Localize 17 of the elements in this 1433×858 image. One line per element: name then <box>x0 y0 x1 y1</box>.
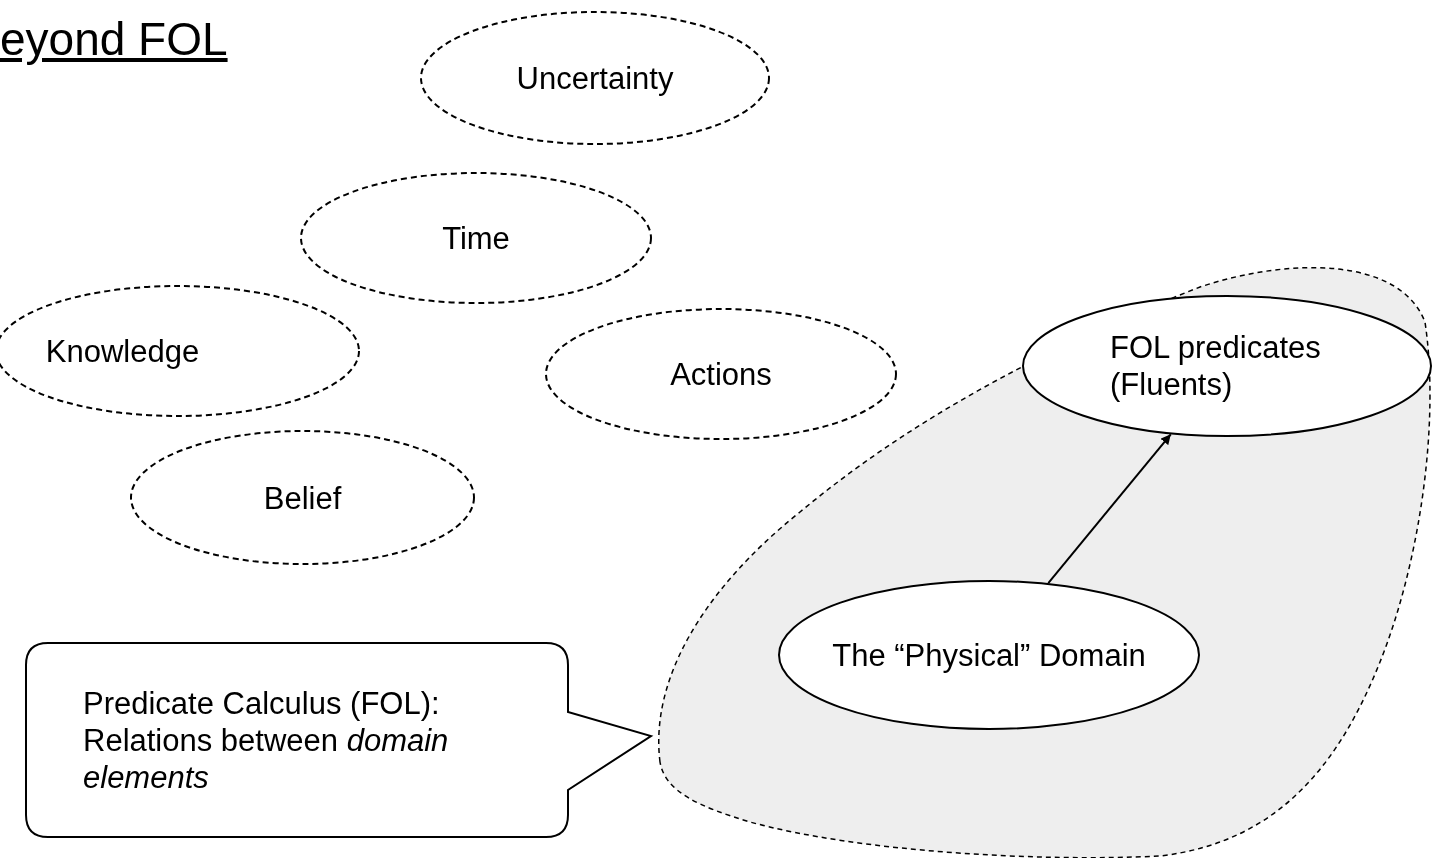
dashed-ellipse <box>545 308 897 440</box>
node-label: Time <box>442 220 510 256</box>
dashed-ellipse <box>130 430 475 565</box>
dashed-ellipse <box>300 172 652 304</box>
ellipse-node <box>1022 295 1432 437</box>
slide-title: eyond FOL <box>0 12 228 66</box>
callout-box <box>25 642 653 838</box>
node-label: The “Physical” Domain <box>832 637 1146 673</box>
node-label: Knowledge <box>45 333 200 369</box>
node-label: Uncertainty <box>516 60 674 96</box>
ellipse-node <box>778 580 1200 730</box>
dashed-ellipse <box>420 11 770 145</box>
node-label: FOL predicates (Fluents) <box>1110 330 1321 402</box>
node-label: Actions <box>670 356 772 392</box>
callout-text: Predicate Calculus (FOL): Relations between domain elements <box>83 685 449 795</box>
node-label: Belief <box>263 480 342 515</box>
arrow <box>1047 433 1172 584</box>
